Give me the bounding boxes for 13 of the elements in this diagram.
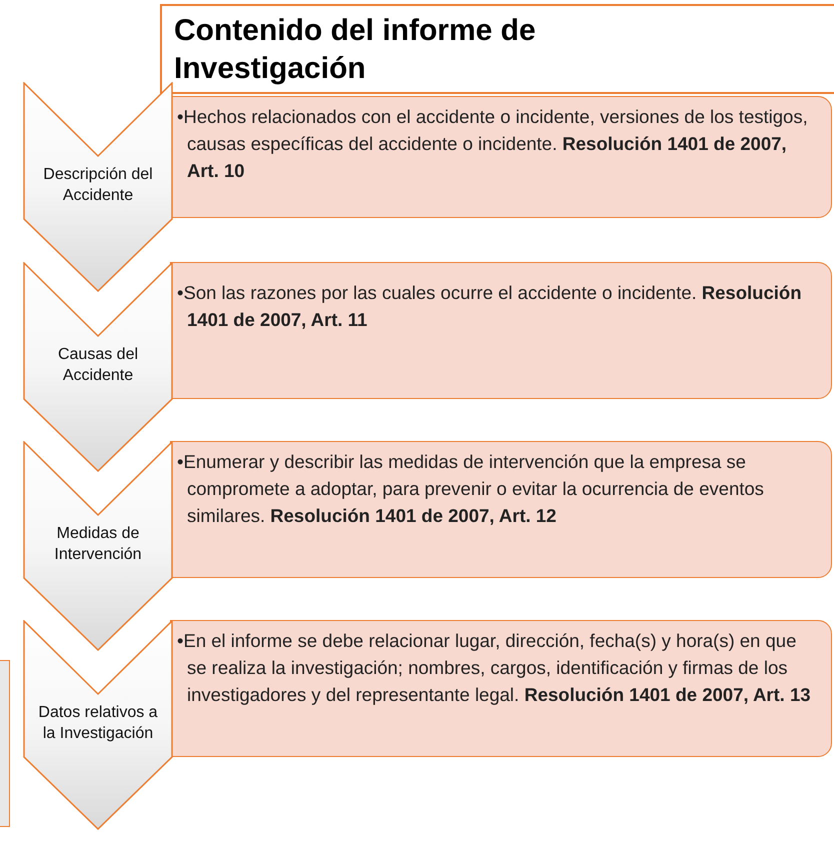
step-label: Datos relativos a la Investigación (37, 703, 159, 744)
title: Contenido del informe de Investigación (160, 4, 834, 94)
description-text: •Hechos relacionados con el accidente o incidente, versiones de los testigos, causas específicas del accidente o incidente. Resolución 1401 de 2007, Art. 10 (176, 105, 809, 183)
description-text: •Enumerar y describir las medidas de intervención que la empresa se compromete a adoptar, para prevenir o evitar la ocurrencia de eventos similares. Resolución 1401 de 2007, Art. 12 (176, 450, 765, 528)
description-text: •Son las razones por las cuales ocurre el accidente o incidente. Resolución 1401 de 2007, Art. 11 (176, 281, 802, 332)
text-panel (170, 262, 832, 399)
step-label: Descripción del Accidente (42, 165, 154, 206)
text-panel (170, 96, 832, 218)
description-text: •En el informe se debe relacionar lugar, dirección, fecha(s) y hora(s) en que se realiza la investigación; nombres, cargos, identificación y firmas de los investigadores y del representante legal. Resolución 1401 de 2007, Art. 13 (176, 629, 812, 707)
step-label: Medidas de Intervención (53, 524, 143, 565)
text-panel (170, 441, 832, 578)
text-panel (170, 620, 832, 757)
step-label: Causas del Accidente (56, 345, 140, 386)
